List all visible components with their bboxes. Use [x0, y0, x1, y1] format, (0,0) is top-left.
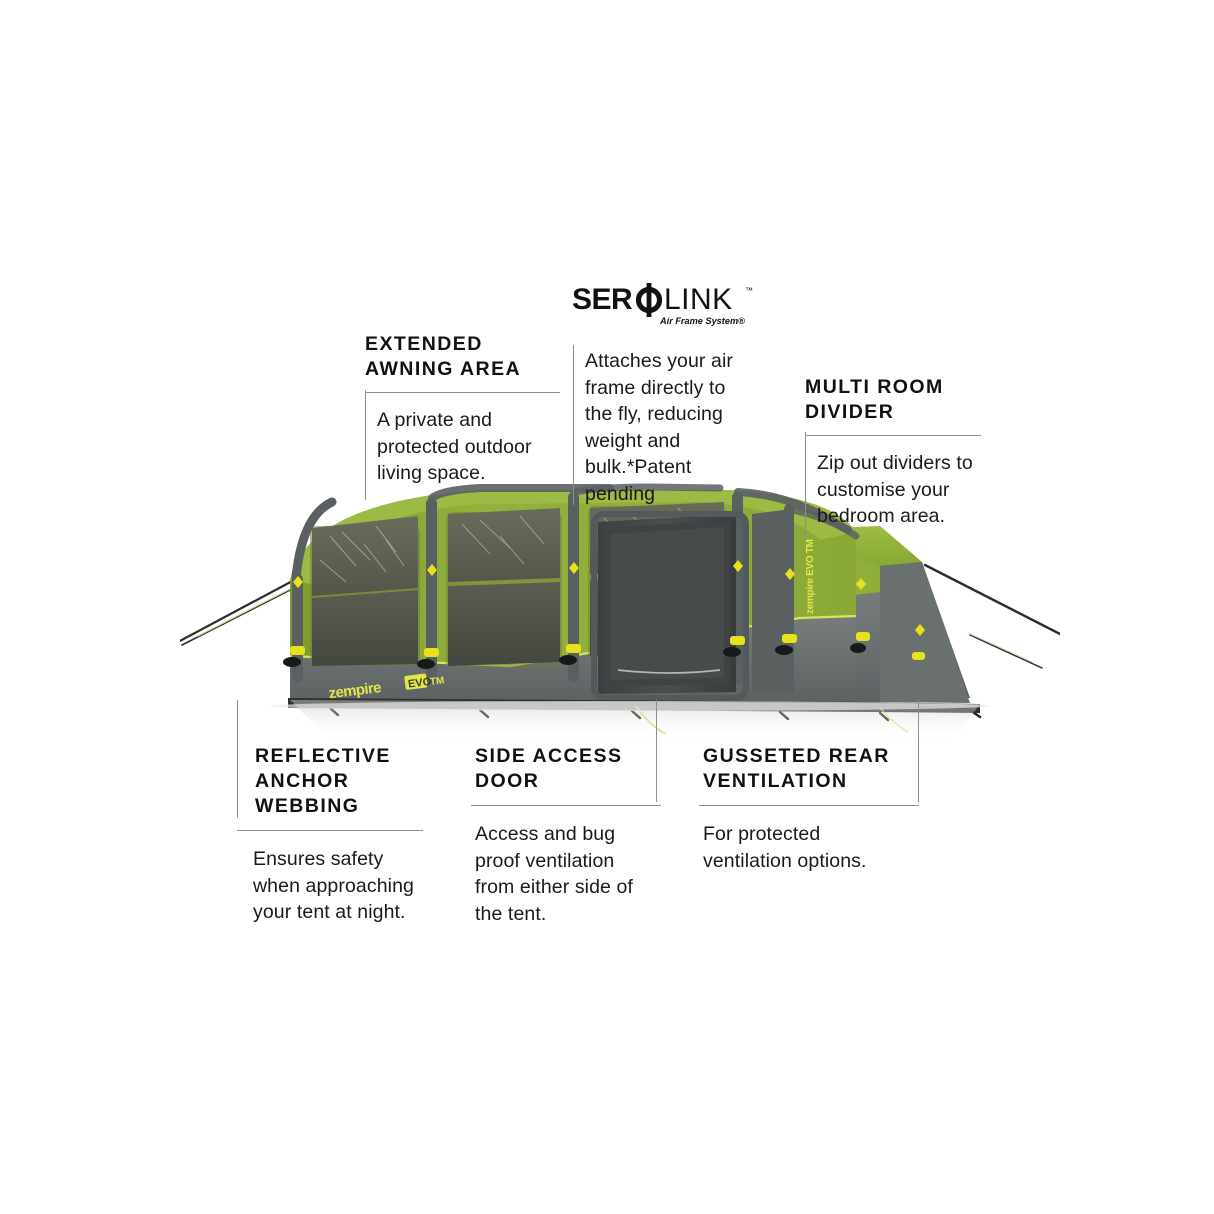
window-bay-2	[446, 508, 562, 668]
callout-serolink: Attaches your air frame directly to the …	[585, 348, 760, 507]
callout-rule-extended-awning-area	[365, 392, 560, 393]
callout-body-multi-room-divider: Zip out dividers to customise your bedro…	[817, 452, 973, 527]
connector-gusseted-rear-ventilation	[918, 700, 919, 802]
svg-text:™: ™	[745, 286, 753, 295]
guy-ropes-left	[180, 576, 300, 646]
svg-text:zempire EVO TM: zempire EVO TM	[805, 539, 816, 614]
callout-body-reflective-anchor-webbing: Ensures safety when approaching your ten…	[253, 848, 414, 923]
svg-text:zempire: zempire	[328, 679, 382, 702]
connector-serolink	[573, 345, 574, 505]
window-bay-1	[310, 516, 420, 666]
guy-ropes-right	[923, 563, 1060, 669]
callout-extended-awning-area: EXTENDED AWNING AREA A private and prote…	[365, 332, 560, 487]
svg-text:Air Frame System®: Air Frame System®	[659, 316, 745, 326]
callout-multi-room-divider: MULTI ROOM DIVIDER Zip out dividers to c…	[805, 375, 995, 530]
callout-title-extended-awning-area: EXTENDED AWNING AREA	[365, 333, 522, 380]
tent-brand-logo: zempire EVO TM	[328, 673, 445, 702]
callout-body-side-access-door: Access and bug proof ventilation from ei…	[475, 823, 633, 925]
serolink-o-glyph	[635, 283, 663, 317]
callout-title-reflective-anchor-webbing: REFLECTIVE ANCHOR WEBBING	[255, 745, 391, 817]
svg-text:LINK: LINK	[664, 283, 733, 316]
serolink-logo: SER LINK ™ Air Frame System®	[572, 281, 754, 329]
callout-body-gusseted-rear-ventilation: For protected ventilation options.	[703, 823, 867, 872]
main-door	[591, 511, 749, 701]
tent-product-image: zempire EVO TM zempire EVO TM	[180, 470, 1060, 735]
connector-side-access-door	[656, 700, 657, 802]
callout-rule-multi-room-divider	[805, 435, 981, 436]
callout-title-gusseted-rear-ventilation: GUSSETED REAR VENTILATION	[703, 745, 890, 792]
svg-text:SER: SER	[572, 283, 633, 316]
callout-gusseted-rear-ventilation: GUSSETED REAR VENTILATION For protected …	[699, 744, 919, 874]
callout-body-serolink: Attaches your air frame directly to the …	[585, 350, 734, 505]
callout-body-extended-awning-area: A private and protected outdoor living s…	[377, 409, 532, 484]
connector-extended-awning-area	[365, 390, 366, 500]
svg-text:EVO: EVO	[407, 676, 432, 691]
yellow-hardware	[290, 560, 925, 660]
callout-reflective-anchor-webbing: REFLECTIVE ANCHOR WEBBING Ensures safety…	[237, 744, 445, 926]
callout-rule-side-access-door	[471, 805, 661, 806]
callout-title-multi-room-divider: MULTI ROOM DIVIDER	[805, 376, 944, 423]
connector-reflective-anchor-webbing	[237, 700, 238, 818]
callout-rule-gusseted-rear-ventilation	[699, 805, 919, 806]
tent-brand-logo-rear: zempire EVO TM	[805, 539, 816, 614]
inflation-valves	[283, 643, 866, 669]
callout-rule-reflective-anchor-webbing	[237, 830, 423, 831]
svg-text:TM: TM	[429, 675, 445, 688]
callout-side-access-door: SIDE ACCESS DOOR Access and bug proof ve…	[471, 744, 665, 927]
connector-multi-room-divider	[805, 432, 806, 540]
callout-title-side-access-door: SIDE ACCESS DOOR	[475, 745, 623, 792]
side-access-door-panel	[598, 510, 784, 694]
